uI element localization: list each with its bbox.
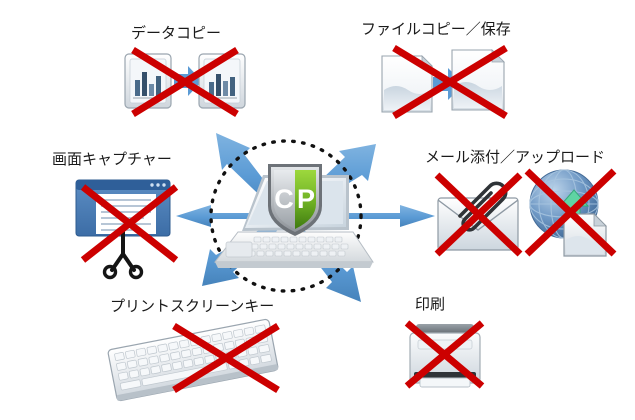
keyboard-icon: [107, 318, 279, 402]
shield-letter-p: P: [297, 184, 315, 214]
label-mail-attach-upload: メール添付／アップロード: [425, 148, 606, 166]
laptop-base: [213, 231, 374, 268]
prohibit-cross-print-screen: [172, 323, 280, 393]
keyboard-body: [107, 318, 279, 402]
prohibit-cross-file-copy: [392, 45, 508, 119]
prohibit-cross-print: [404, 320, 485, 389]
label-print-screen-key: プリントスクリーンキー: [110, 297, 275, 315]
center-laptop-icon: C P: [213, 164, 374, 268]
label-screen-capture: 画面キャプチャー: [52, 150, 172, 168]
paperclip: [458, 181, 508, 232]
scissors-icon: [102, 230, 144, 280]
prohibit-cross-upload: [524, 168, 617, 257]
shield-letter-c: C: [274, 184, 294, 214]
prohibit-cross-screen-capture: [80, 184, 179, 263]
arrow-west: [176, 205, 281, 227]
label-file-copy-save: ファイルコピー／保存: [361, 20, 511, 38]
label-print: 印刷: [415, 295, 446, 313]
cp-shield-badge: C P: [268, 164, 322, 236]
perimeter-dotted-circle: [209, 139, 363, 293]
upload-document: [563, 213, 607, 257]
prohibit-cross-mail-attach: [434, 172, 523, 257]
prohibit-cross-data-copy: [131, 47, 239, 117]
laptop-trackpad: [225, 241, 253, 258]
label-data-copy: データコピー: [131, 24, 222, 42]
